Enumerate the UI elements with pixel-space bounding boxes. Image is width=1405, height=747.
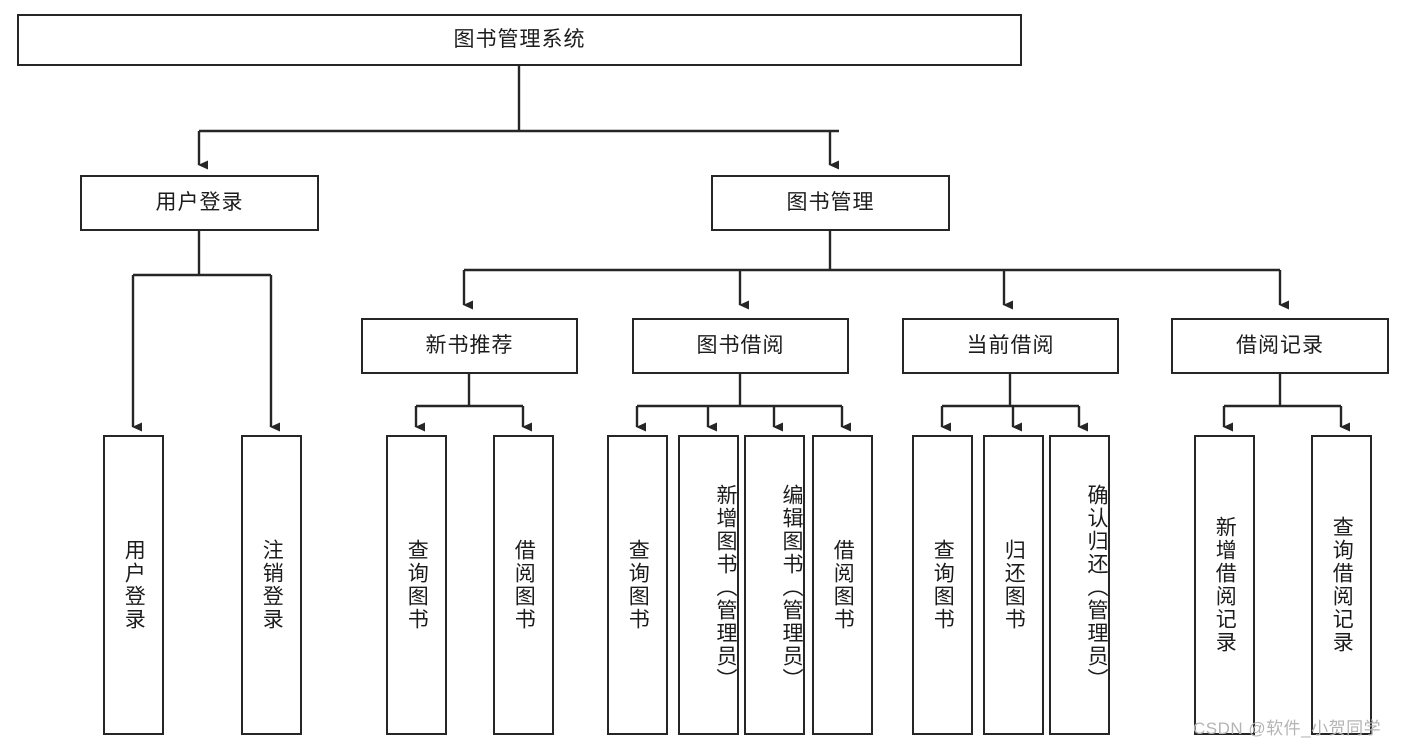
node-root-label: 图书管理系统: [453, 28, 586, 52]
node-leaf-query-book-2[interactable]: 查询图书: [607, 435, 668, 735]
node-leaf-borrow-book-2-label: 借阅图书: [831, 539, 855, 631]
node-leaf-add-book-label: 新增图书（管理员）: [714, 483, 737, 691]
node-leaf-return-book-label: 归还图书: [1002, 539, 1026, 631]
node-leaf-query-record-label: 查询借阅记录: [1330, 516, 1354, 654]
node-leaf-user-login-label: 用户登录: [122, 539, 146, 631]
node-book-borrow[interactable]: 图书借阅: [632, 318, 849, 374]
node-new-book-recommend-label: 新书推荐: [425, 334, 514, 358]
node-borrow-record-label: 借阅记录: [1236, 334, 1324, 358]
node-book-management-label: 图书管理: [786, 191, 875, 215]
node-leaf-query-record[interactable]: 查询借阅记录: [1311, 435, 1372, 735]
node-book-borrow-label: 图书借阅: [696, 334, 785, 358]
node-leaf-query-book-1[interactable]: 查询图书: [386, 435, 447, 735]
node-leaf-logout-label: 注销登录: [260, 539, 284, 631]
csdn-watermark: CSDN @软件_小贺同学: [1193, 719, 1382, 738]
node-leaf-borrow-book-1[interactable]: 借阅图书: [493, 435, 554, 735]
node-leaf-user-login[interactable]: 用户登录: [103, 435, 164, 735]
node-user-login[interactable]: 用户登录: [80, 175, 319, 231]
node-root[interactable]: 图书管理系统: [17, 14, 1022, 66]
node-leaf-return-book[interactable]: 归还图书: [983, 435, 1044, 735]
node-leaf-borrow-book-2[interactable]: 借阅图书: [812, 435, 873, 735]
node-leaf-edit-book[interactable]: 编辑图书（管理员）: [744, 435, 805, 735]
node-current-borrow[interactable]: 当前借阅: [902, 318, 1119, 374]
node-leaf-add-record[interactable]: 新增借阅记录: [1194, 435, 1255, 735]
node-leaf-logout[interactable]: 注销登录: [241, 435, 302, 735]
node-current-borrow-label: 当前借阅: [966, 334, 1055, 358]
node-leaf-query-book-2-label: 查询图书: [626, 539, 650, 631]
node-borrow-record[interactable]: 借阅记录: [1171, 318, 1389, 374]
node-leaf-query-book-3-label: 查询图书: [931, 539, 955, 631]
node-leaf-confirm-return-label: 确认归还（管理员）: [1085, 483, 1108, 691]
node-leaf-query-book-3[interactable]: 查询图书: [912, 435, 973, 735]
node-new-book-recommend[interactable]: 新书推荐: [361, 318, 578, 374]
node-leaf-borrow-book-1-label: 借阅图书: [512, 539, 536, 631]
node-leaf-add-book[interactable]: 新增图书（管理员）: [678, 435, 739, 735]
node-leaf-edit-book-label: 编辑图书（管理员）: [780, 483, 803, 691]
node-leaf-confirm-return[interactable]: 确认归还（管理员）: [1049, 435, 1110, 735]
node-user-login-label: 用户登录: [155, 191, 244, 215]
node-book-management[interactable]: 图书管理: [711, 175, 950, 231]
node-leaf-query-book-1-label: 查询图书: [405, 539, 429, 631]
node-leaf-add-record-label: 新增借阅记录: [1213, 516, 1237, 654]
